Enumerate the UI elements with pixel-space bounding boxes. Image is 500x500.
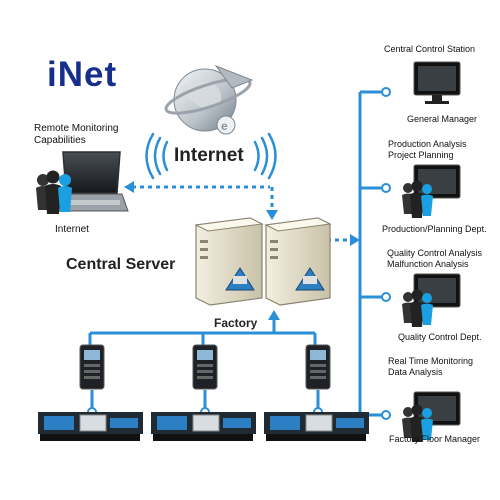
remote-title-line1: Remote Monitoring bbox=[34, 123, 119, 134]
server-icon-left bbox=[194, 217, 264, 306]
station-title-line: Central Control Station bbox=[384, 44, 476, 54]
monitor-icon bbox=[413, 61, 461, 104]
laptop-icon bbox=[53, 151, 129, 212]
station-caption: General Manager bbox=[407, 114, 478, 124]
internet-label: Internet bbox=[174, 145, 244, 166]
station-title-line: Data Analysis bbox=[388, 367, 443, 377]
station-factory-floor bbox=[402, 391, 461, 442]
connection-lines bbox=[88, 90, 385, 417]
station-central-control bbox=[413, 61, 461, 104]
station-production bbox=[402, 164, 461, 218]
controller-icon-3 bbox=[305, 344, 331, 390]
brand-logo-text: iNet bbox=[47, 55, 118, 94]
people-icon bbox=[402, 289, 433, 327]
injection-machine-icon-1 bbox=[38, 412, 143, 441]
globe-icon: e bbox=[164, 64, 254, 135]
e-letter-icon: e bbox=[221, 119, 228, 133]
station-caption: Factory Floor Manager bbox=[389, 434, 481, 444]
server-icon-right bbox=[264, 217, 332, 306]
arrowheads bbox=[124, 181, 360, 320]
people-icon bbox=[402, 180, 433, 218]
injection-machine-icon-3 bbox=[264, 412, 369, 441]
station-caption: Production/Planning Dept. bbox=[382, 224, 487, 234]
station-title-line: Production Analysis bbox=[388, 139, 467, 149]
factory-label: Factory bbox=[214, 316, 258, 330]
station-title-line: Real Time Monitoring bbox=[388, 356, 474, 366]
controller-icon-2 bbox=[192, 344, 218, 390]
station-title-line: Quality Control Analysis bbox=[387, 248, 483, 258]
people-icon-remote bbox=[36, 170, 72, 214]
wifi-signal-icon bbox=[145, 132, 277, 180]
station-title-line: Project Planning bbox=[388, 150, 454, 160]
dashed-links bbox=[132, 185, 350, 242]
remote-title-line2: Capabilities bbox=[34, 135, 86, 146]
station-caption: Quality Control Dept. bbox=[398, 332, 482, 342]
remote-caption: Internet bbox=[55, 224, 89, 235]
people-icon bbox=[402, 404, 433, 442]
station-title-line: Malfunction Analysis bbox=[387, 259, 469, 269]
people-icon bbox=[36, 170, 72, 214]
station-quality-control bbox=[402, 273, 461, 327]
controller-icon-1 bbox=[79, 344, 105, 390]
central-server-label: Central Server bbox=[66, 256, 176, 273]
injection-machine-icon-2 bbox=[151, 412, 256, 441]
